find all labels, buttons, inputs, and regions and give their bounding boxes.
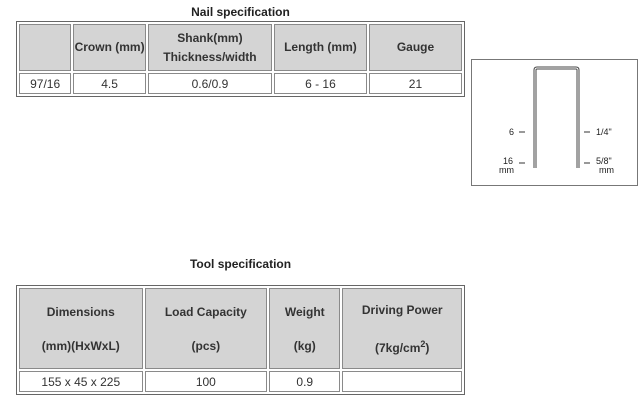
nail-spec-table: Crown (mm) Shank(mm) Thickness/width Len…	[16, 21, 465, 97]
nail-spec-header-row: Crown (mm) Shank(mm) Thickness/width Len…	[19, 24, 462, 71]
tool-header-power: Driving Power (7kg/cm2)	[342, 288, 462, 369]
nail-cell-shank: 0.6/0.9	[147, 73, 272, 94]
staple-highlight	[534, 67, 579, 168]
label-left-bottom-1: 16	[503, 156, 513, 166]
label-left-top: 6	[509, 127, 514, 137]
tool-header-power-line2: (7kg/cm2)	[375, 338, 430, 355]
staple-drawing: 6 16 mm 1/4" 5/8" mm	[499, 66, 614, 175]
label-right-bottom-1: 5/8"	[596, 156, 612, 166]
tool-header-power-exponent: 2	[420, 338, 426, 349]
nail-header-length: Length (mm)	[273, 24, 367, 71]
label-right-bottom-2: mm	[599, 165, 614, 175]
tool-header-weight-line1: Weight	[284, 304, 325, 319]
label-right-top: 1/4"	[596, 127, 612, 137]
tool-header-weight-line2: (kg)	[293, 338, 316, 353]
nail-header-shank-line2: Thickness/width	[163, 49, 257, 64]
tool-header-load-line1: Load Capacity	[164, 304, 247, 319]
staple-diagram: 6 16 mm 1/4" 5/8" mm	[471, 59, 638, 186]
nail-header-shank: Shank(mm) Thickness/width	[147, 24, 272, 71]
nail-cell-crown: 4.5	[73, 73, 146, 94]
table-row: 155 x 45 x 225 100 0.9	[19, 371, 462, 392]
nail-header-gauge: Gauge	[368, 24, 462, 71]
nail-header-shank-line1: Shank(mm)	[177, 30, 243, 45]
tool-header-weight: Weight (kg)	[269, 288, 341, 369]
tool-header-dimensions-line1: Dimensions	[46, 304, 115, 319]
tool-header-load-line2: (pcs)	[191, 338, 221, 353]
table-row: 97/16 4.5 0.6/0.9 6 - 16 21	[19, 73, 462, 94]
label-left-bottom-2: mm	[499, 165, 514, 175]
tool-cell-power	[342, 371, 462, 392]
nail-cell-gauge: 21	[368, 73, 462, 94]
nail-cell-length: 6 - 16	[273, 73, 367, 94]
tool-cell-weight: 0.9	[269, 371, 341, 392]
nail-cell-model: 97/16	[19, 73, 72, 94]
tool-header-load: Load Capacity (pcs)	[144, 288, 268, 369]
tool-header-power-unit: (7kg/cm	[375, 340, 421, 355]
nail-header-crown: Crown (mm)	[73, 24, 146, 71]
nail-header-blank	[19, 24, 72, 71]
tool-header-dimensions-line2: (mm)(HxWxL)	[41, 338, 120, 353]
tool-header-power-line1: Driving Power	[361, 302, 443, 317]
staple-outline	[533, 66, 580, 168]
tool-header-dimensions: Dimensions (mm)(HxWxL)	[19, 288, 143, 369]
tool-cell-dimensions: 155 x 45 x 225	[19, 371, 143, 392]
tool-spec-table: Dimensions (mm)(HxWxL) Load Capacity (pc…	[16, 285, 465, 395]
tool-spec-title: Tool specification	[189, 257, 292, 271]
tool-cell-load: 100	[144, 371, 268, 392]
nail-spec-title: Nail specification	[191, 5, 290, 19]
tool-header-power-close: )	[425, 340, 430, 355]
tool-spec-header-row: Dimensions (mm)(HxWxL) Load Capacity (pc…	[19, 288, 462, 369]
